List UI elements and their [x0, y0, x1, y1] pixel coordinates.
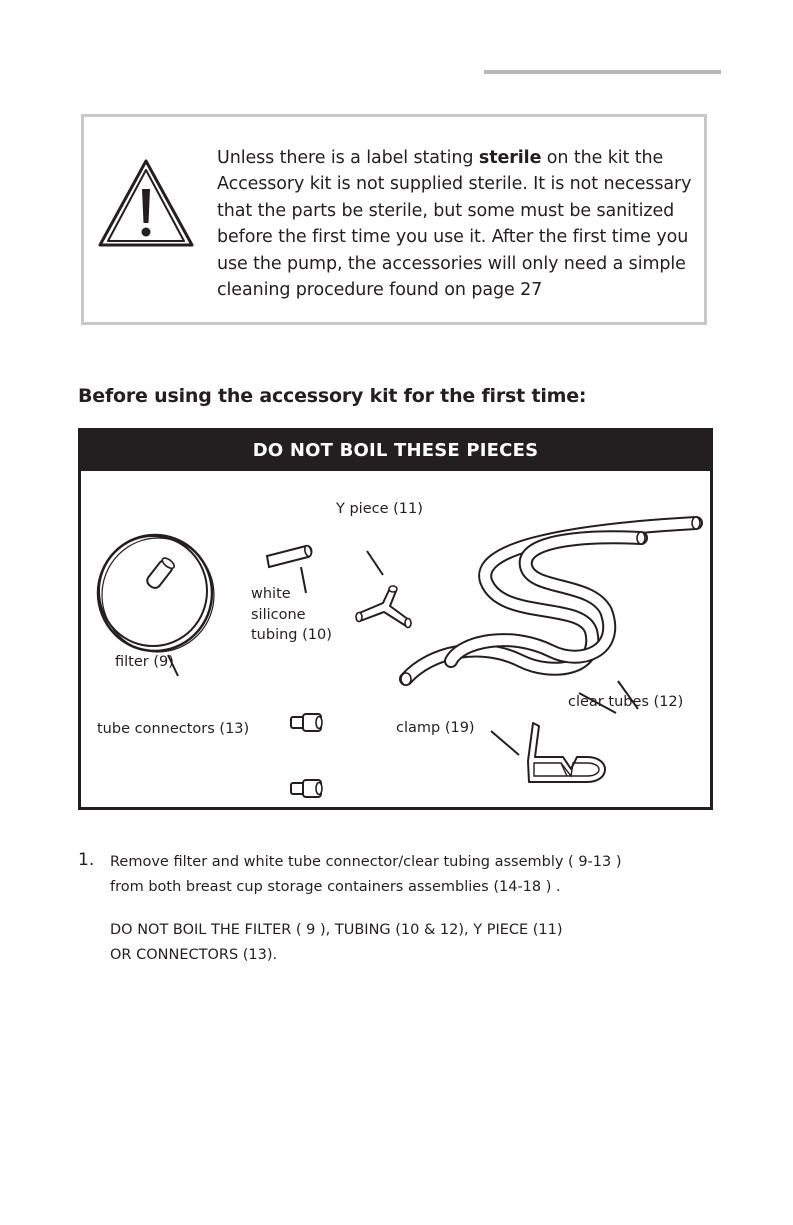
parts-panel: DO NOT BOIL THESE PIECES [78, 428, 713, 810]
label-y-piece: Y piece (11) [336, 501, 423, 517]
step-line-4: OR CONNECTORS (13). [110, 947, 278, 963]
warning-emphasis: sterile [478, 148, 542, 168]
warning-text: Unless there is a label stating sterile … [217, 145, 707, 303]
step-line-3: DO NOT BOIL THE FILTER ( 9 ), TUBING (10… [110, 922, 563, 938]
clamp-illustration [490, 722, 606, 783]
label-white-tubing-line2: silicone [251, 607, 306, 623]
panel-header: DO NOT BOIL THESE PIECES [81, 431, 710, 471]
header-rule [484, 70, 721, 74]
warning-callout: Unless there is a label stating sterile … [81, 114, 707, 325]
filter-illustration [96, 533, 215, 677]
step-line-1: Remove filter and white tube connector/c… [110, 854, 622, 870]
white-tubing-illustration [265, 544, 313, 594]
parts-illustration [96, 516, 703, 798]
step-number: 1. [78, 850, 95, 870]
section-heading: Before using the accessory kit for the f… [78, 385, 587, 407]
step-line-2: from both breast cup storage containers … [110, 879, 561, 895]
label-clamp: clamp (19) [396, 720, 475, 736]
step-spacer [110, 900, 710, 918]
label-clear-tubes: clear tubes (12) [568, 694, 684, 710]
clear-tubes-illustration [399, 516, 703, 714]
step-instructions: Remove filter and white tube connector/c… [110, 850, 710, 968]
label-filter: filter (9) [115, 654, 174, 670]
warning-text-end: on the kit the Accessory kit is not supp… [217, 148, 692, 301]
warning-triangle-icon [98, 159, 194, 247]
label-tube-connectors: tube connectors (13) [97, 721, 250, 737]
y-piece-illustration [355, 550, 412, 629]
tube-connectors-illustration [290, 713, 323, 798]
warning-text-start: Unless there is a label stating [217, 148, 479, 168]
label-white-tubing-line3: tubing (10) [251, 627, 332, 643]
label-white-tubing-line1: white [251, 586, 291, 602]
